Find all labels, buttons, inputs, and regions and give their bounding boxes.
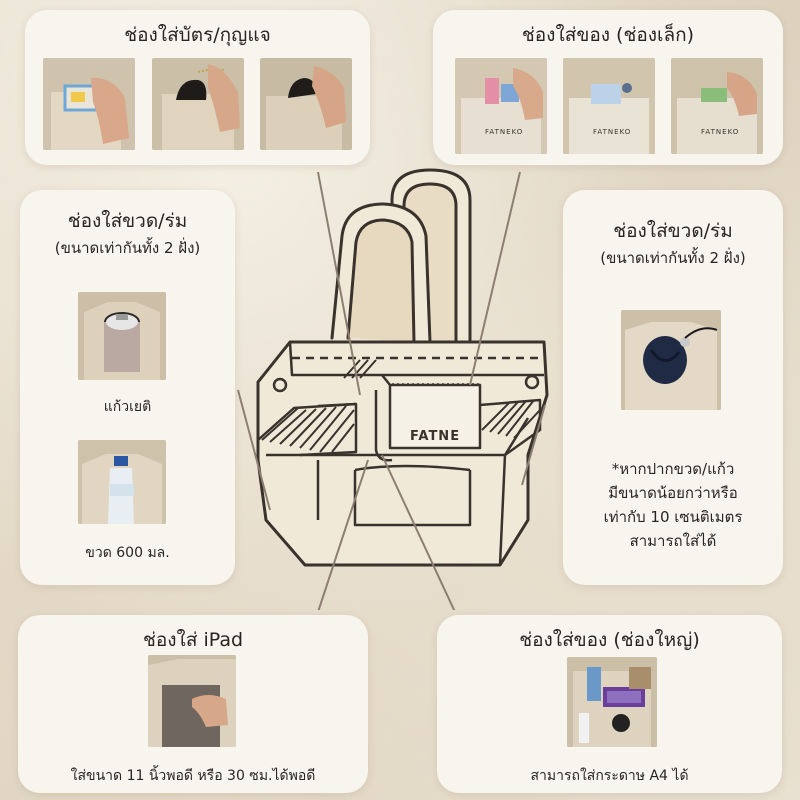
- bottle-pocket-right: ช่องใส่ขวด/ร่ม (ขนาดเท่ากันทั้ง 2 ฝั่ง) …: [563, 190, 783, 585]
- bottle-left-title: ช่องใส่ขวด/ร่ม: [67, 210, 188, 232]
- small-items-pocket: ช่องใส่ของ (ช่องเล็ก) FATNEKO FATNEKO FA…: [433, 10, 783, 165]
- tumbler-photo: [78, 292, 166, 380]
- bottle-pocket-left: ช่องใส่ขวด/ร่ม (ขนาดเท่ากันทั้ง 2 ฝั่ง) …: [20, 190, 235, 585]
- tumbler-caption: แก้วเยติ: [103, 399, 152, 415]
- svg-text:FATNEKO: FATNEKO: [593, 128, 631, 136]
- small-items-photo-1: FATNEKO: [455, 58, 547, 154]
- pointer-ipad: [317, 459, 369, 610]
- large-items-photo: [567, 657, 657, 747]
- water-bottle-photo: [78, 440, 166, 524]
- bag-organizer-diagram: FATNE: [237, 168, 549, 610]
- key-tag-icon: [152, 58, 244, 150]
- ipad-title: ช่องใส่ iPad: [142, 629, 244, 651]
- note-line: มีขนาดน้อยกว่าหรือ: [608, 484, 738, 502]
- small-items-title: ช่องใส่ของ (ช่องเล็ก): [521, 24, 695, 46]
- large-items-pocket: ช่องใส่ของ (ช่องใหญ่) สามารถใส่กระดาษ A4…: [437, 615, 782, 793]
- pointer-bottle-left: [237, 389, 271, 511]
- pointer-small-items: [469, 171, 521, 386]
- water-bottle-caption: ขวด 600 มล.: [85, 545, 170, 561]
- zip-pouch: [388, 383, 482, 450]
- tumbler-icon: [78, 292, 166, 380]
- small-items-photo-2: FATNEKO: [563, 58, 655, 154]
- large-items-caption: สามารถใส่กระดาษ A4 ได้: [530, 768, 689, 784]
- pouch-photo-icon: FATNEKO: [455, 58, 547, 154]
- tablet-icon: [148, 655, 236, 747]
- note-line: *หากปากขวด/แก้ว: [611, 460, 735, 478]
- bag-contents-icon: [567, 657, 657, 747]
- hand-card-icon: [43, 58, 135, 150]
- note-line: สามารถใส่ได้: [629, 532, 717, 550]
- card-key-title: ช่องใส่บัตร/กุญแจ: [124, 24, 271, 46]
- bottle-right-title: ช่องใส่ขวด/ร่ม: [613, 220, 733, 242]
- pointer-large-items: [381, 454, 456, 610]
- svg-text:FATNEKO: FATNEKO: [701, 128, 739, 136]
- large-items-title: ช่องใส่ของ (ช่องใหญ่): [519, 629, 700, 651]
- card-key-photo-1: [43, 58, 135, 150]
- ipad-photo: [148, 655, 236, 747]
- card-key-photo-3: [260, 58, 352, 150]
- svg-text:FATNEKO: FATNEKO: [485, 128, 523, 136]
- water-bottle-icon: [78, 440, 166, 524]
- pouch-photo-icon: FATNEKO: [671, 58, 763, 154]
- bottle-left-subtitle: (ขนาดเท่ากันทั้ง 2 ฝั่ง): [54, 239, 201, 257]
- pointer-card-key: [317, 171, 361, 396]
- ipad-pocket: ช่องใส่ iPad ใส่ขนาด 11 นิ้วพอดี หรือ 30…: [18, 615, 368, 793]
- ipad-caption: ใส่ขนาด 11 นิ้วพอดี หรือ 30 ซม.ได้พอดี: [70, 768, 316, 784]
- diagram-brand-text: FATNE: [410, 429, 460, 444]
- key-fob-icon: [260, 58, 352, 150]
- umbrella-icon: [621, 310, 721, 410]
- pouch-photo-icon: FATNEKO: [563, 58, 655, 154]
- bottle-right-subtitle: (ขนาดเท่ากันทั้ง 2 ฝั่ง): [600, 249, 746, 267]
- bottle-right-note: *หากปากขวด/แก้ว มีขนาดน้อยกว่าหรือ เท่าก…: [563, 457, 783, 553]
- card-key-pocket: ช่องใส่บัตร/กุญแจ: [25, 10, 370, 165]
- umbrella-photo: [621, 310, 721, 410]
- pointer-bottle-right: [521, 404, 546, 486]
- card-key-photo-2: [152, 58, 244, 150]
- small-items-photo-3: FATNEKO: [671, 58, 763, 154]
- note-line: เท่ากับ 10 เซนติเมตร: [603, 508, 743, 526]
